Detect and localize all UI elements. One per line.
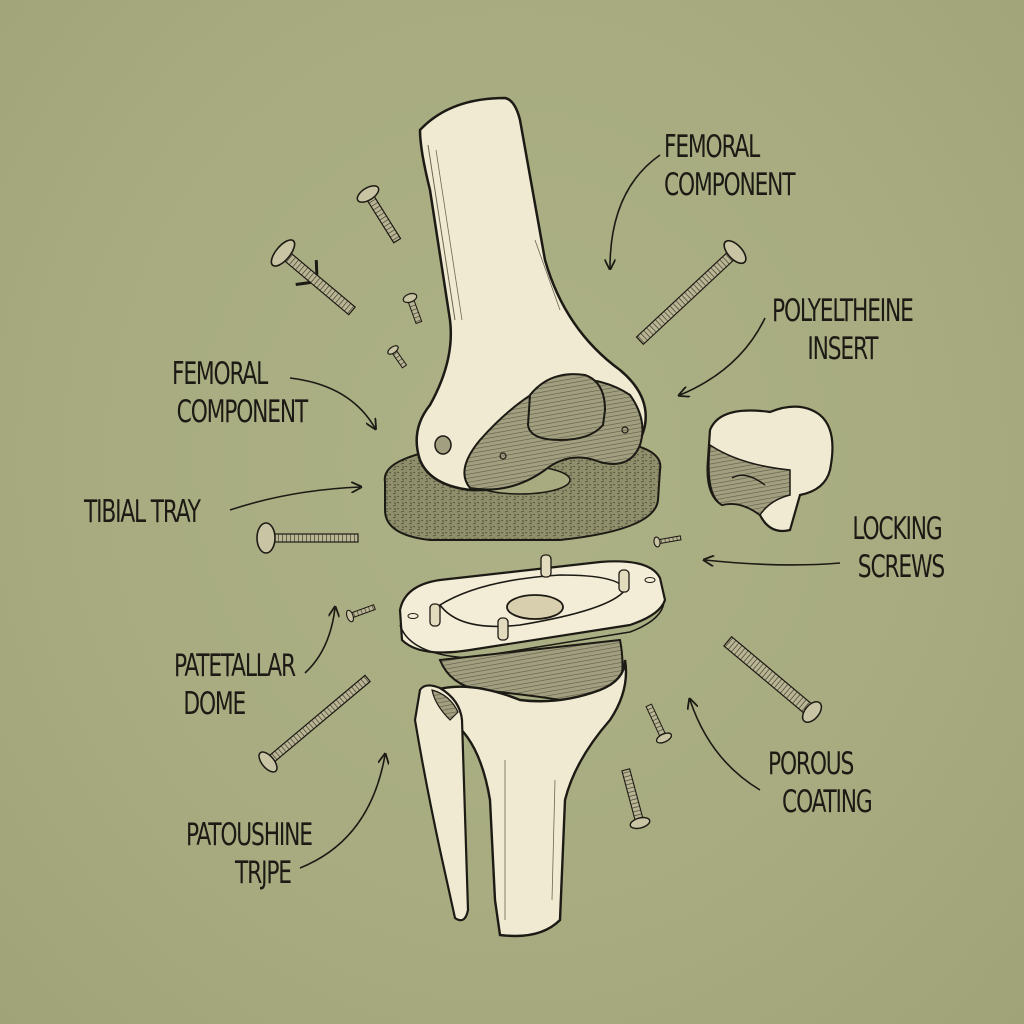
tibial-tray — [398, 554, 667, 659]
label-locking-screws: LOCKING SCREWS — [852, 511, 945, 585]
label-tibial-tray: TIBIAL TRAY — [84, 494, 201, 530]
femur-bone — [415, 96, 647, 492]
arrow-femoral-left — [289, 377, 375, 428]
screws — [256, 185, 823, 830]
fibula-bone — [413, 684, 470, 922]
label-femoral-component-top: FEMORAL COMPONENT — [664, 129, 796, 203]
arrow-polyethylene — [680, 317, 766, 395]
leader-arrows — [229, 154, 841, 869]
arrow-femoral-top — [610, 154, 661, 268]
arrow-locking-screws — [705, 560, 841, 565]
label-tibia-stem: PATOUSHINE TRJPE — [186, 817, 313, 891]
label-patellar-dome: PATETALLAR DOME — [174, 648, 296, 722]
label-polyethylene-insert: POLYELTHEINE INSERT — [772, 293, 914, 367]
arrow-porous-coating — [690, 700, 761, 791]
tibia-bone — [432, 638, 628, 938]
label-porous-coating: POROUS COATING — [768, 746, 873, 820]
arrow-tibia — [299, 755, 385, 869]
arrow-patellar-dome — [304, 608, 335, 674]
patellar-dome — [706, 405, 834, 533]
label-femoral-component-left: FEMORAL COMPONENT — [172, 356, 308, 430]
arrow-tibial-tray — [229, 487, 360, 511]
